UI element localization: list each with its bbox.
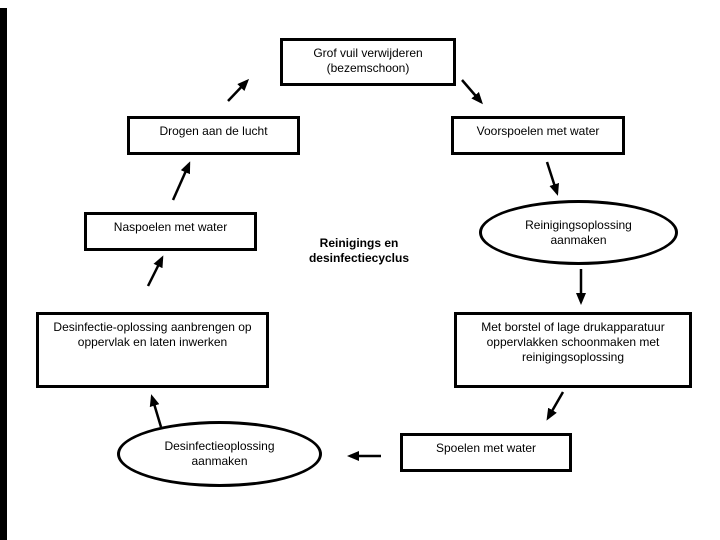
- arrow-desinfectieoplossing-to-desinfectie: [149, 394, 163, 428]
- node-label: Reinigingsoplossing aanmaken: [525, 217, 632, 247]
- arrow-grofvuil-to-voorspoelen: [461, 79, 483, 105]
- node-label: Drogen aan de lucht: [159, 124, 268, 138]
- node-label: Naspoelen met water: [113, 220, 228, 234]
- node-naspoelen-met-water: Naspoelen met water: [84, 212, 257, 251]
- node-desinfectieoplossing-aanmaken: Desinfectieoplossing aanmaken: [117, 421, 322, 487]
- node-voorspoelen-met-water: Voorspoelen met water: [451, 116, 625, 155]
- arrow-naspoelen-to-drogen: [171, 161, 191, 201]
- node-met-borstel-schoonmaken: Met borstel of lage drukapparatuur opper…: [454, 312, 692, 388]
- node-label: Voorspoelen met water: [476, 124, 600, 138]
- node-reinigingsoplossing-aanmaken: Reinigingsoplossing aanmaken: [479, 200, 678, 265]
- node-label: Met borstel of lage drukapparatuur opper…: [481, 320, 665, 364]
- node-label: Desinfectieoplossing aanmaken: [164, 439, 275, 468]
- node-spoelen-met-water: Spoelen met water: [400, 433, 572, 472]
- node-label: Spoelen met water: [435, 441, 537, 455]
- node-label: Grof vuil verwijderen (bezemschoon): [313, 46, 423, 75]
- cycle-title: Reinigings en desinfectiecyclus: [308, 236, 410, 265]
- arrow-drogen-to-grofvuil: [227, 78, 250, 102]
- node-grof-vuil-verwijderen: Grof vuil verwijderen (bezemschoon): [280, 38, 456, 86]
- arrow-voorspoelen-to-reinigingsoplossing: [545, 161, 559, 196]
- node-desinfectie-oplossing-aanbrengen: Desinfectie-oplossing aanbrengen op oppe…: [36, 312, 269, 388]
- arrow-desinfectie-to-naspoelen: [146, 255, 164, 287]
- node-label: Desinfectie-oplossing aanbrengen op oppe…: [53, 320, 252, 349]
- arrow-borstel-to-spoelen: [546, 391, 565, 421]
- node-drogen-aan-de-lucht: Drogen aan de lucht: [127, 116, 300, 155]
- left-border-bar: [0, 8, 7, 540]
